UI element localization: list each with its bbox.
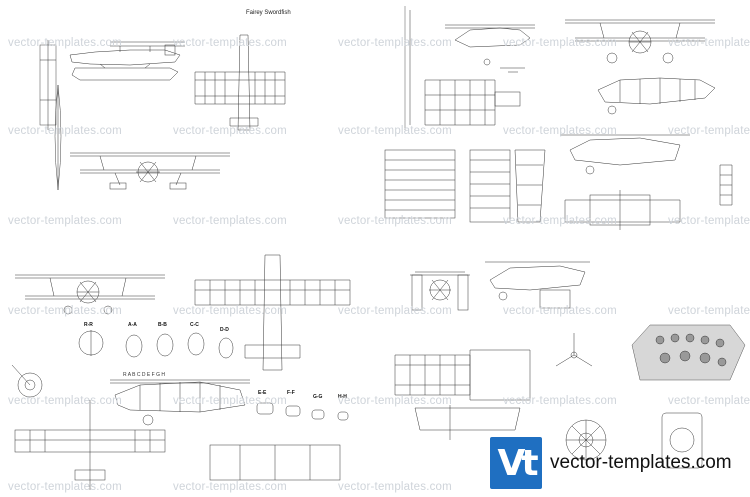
fuselage-cross-sections (78, 330, 234, 359)
propeller-detail (555, 333, 593, 367)
vt-logo-icon: Vt (490, 437, 542, 489)
floatplane-side-view (69, 41, 185, 81)
mk1-side-view-large (597, 77, 716, 115)
section-label-c: C-C (190, 322, 199, 328)
brand-name: vector-templates.com (550, 452, 732, 473)
floatplane-side-wing (39, 40, 57, 130)
floatplane-front-view (70, 152, 230, 190)
floatplane-top-view (194, 34, 286, 131)
page-title: Fairey Swordfish (246, 10, 291, 16)
mk1-side-view-bottom (110, 379, 250, 426)
mk1-side-top-views-right (560, 134, 733, 230)
folded-top-view (394, 349, 531, 440)
mk1-underside-view (14, 400, 341, 490)
section-label-h: H-H (338, 394, 347, 400)
section-label-g: G-G (313, 394, 323, 400)
section-label-b: B-B (158, 322, 167, 328)
station-letters: R A B C D E F G H (123, 372, 165, 378)
mk1-front-view-top (565, 19, 715, 64)
folded-side-view (485, 261, 590, 309)
mk1-front-view-bottom (15, 274, 165, 315)
cockpit-panel-right (631, 324, 746, 381)
section-label-a: A-A (128, 322, 137, 328)
mk1-top-view-bottom (194, 254, 351, 371)
section-label-e: E-E (258, 390, 267, 396)
engine-radial-detail (565, 419, 607, 461)
wing-rib-panels (384, 149, 546, 223)
mk1-side-views-top-right (404, 6, 535, 130)
folded-front-view (410, 271, 470, 311)
section-label-f: F-F (287, 390, 295, 396)
section-label-d: D-D (220, 327, 229, 333)
wing-section-strut (54, 84, 62, 191)
brand-badge[interactable]: Vt vector-templates.com (490, 437, 732, 489)
rib-cross-sections (256, 402, 349, 421)
cockpit-gauge-detail (661, 412, 703, 469)
landing-wheel-detail (11, 364, 43, 398)
section-label-r: R-R (84, 322, 93, 328)
